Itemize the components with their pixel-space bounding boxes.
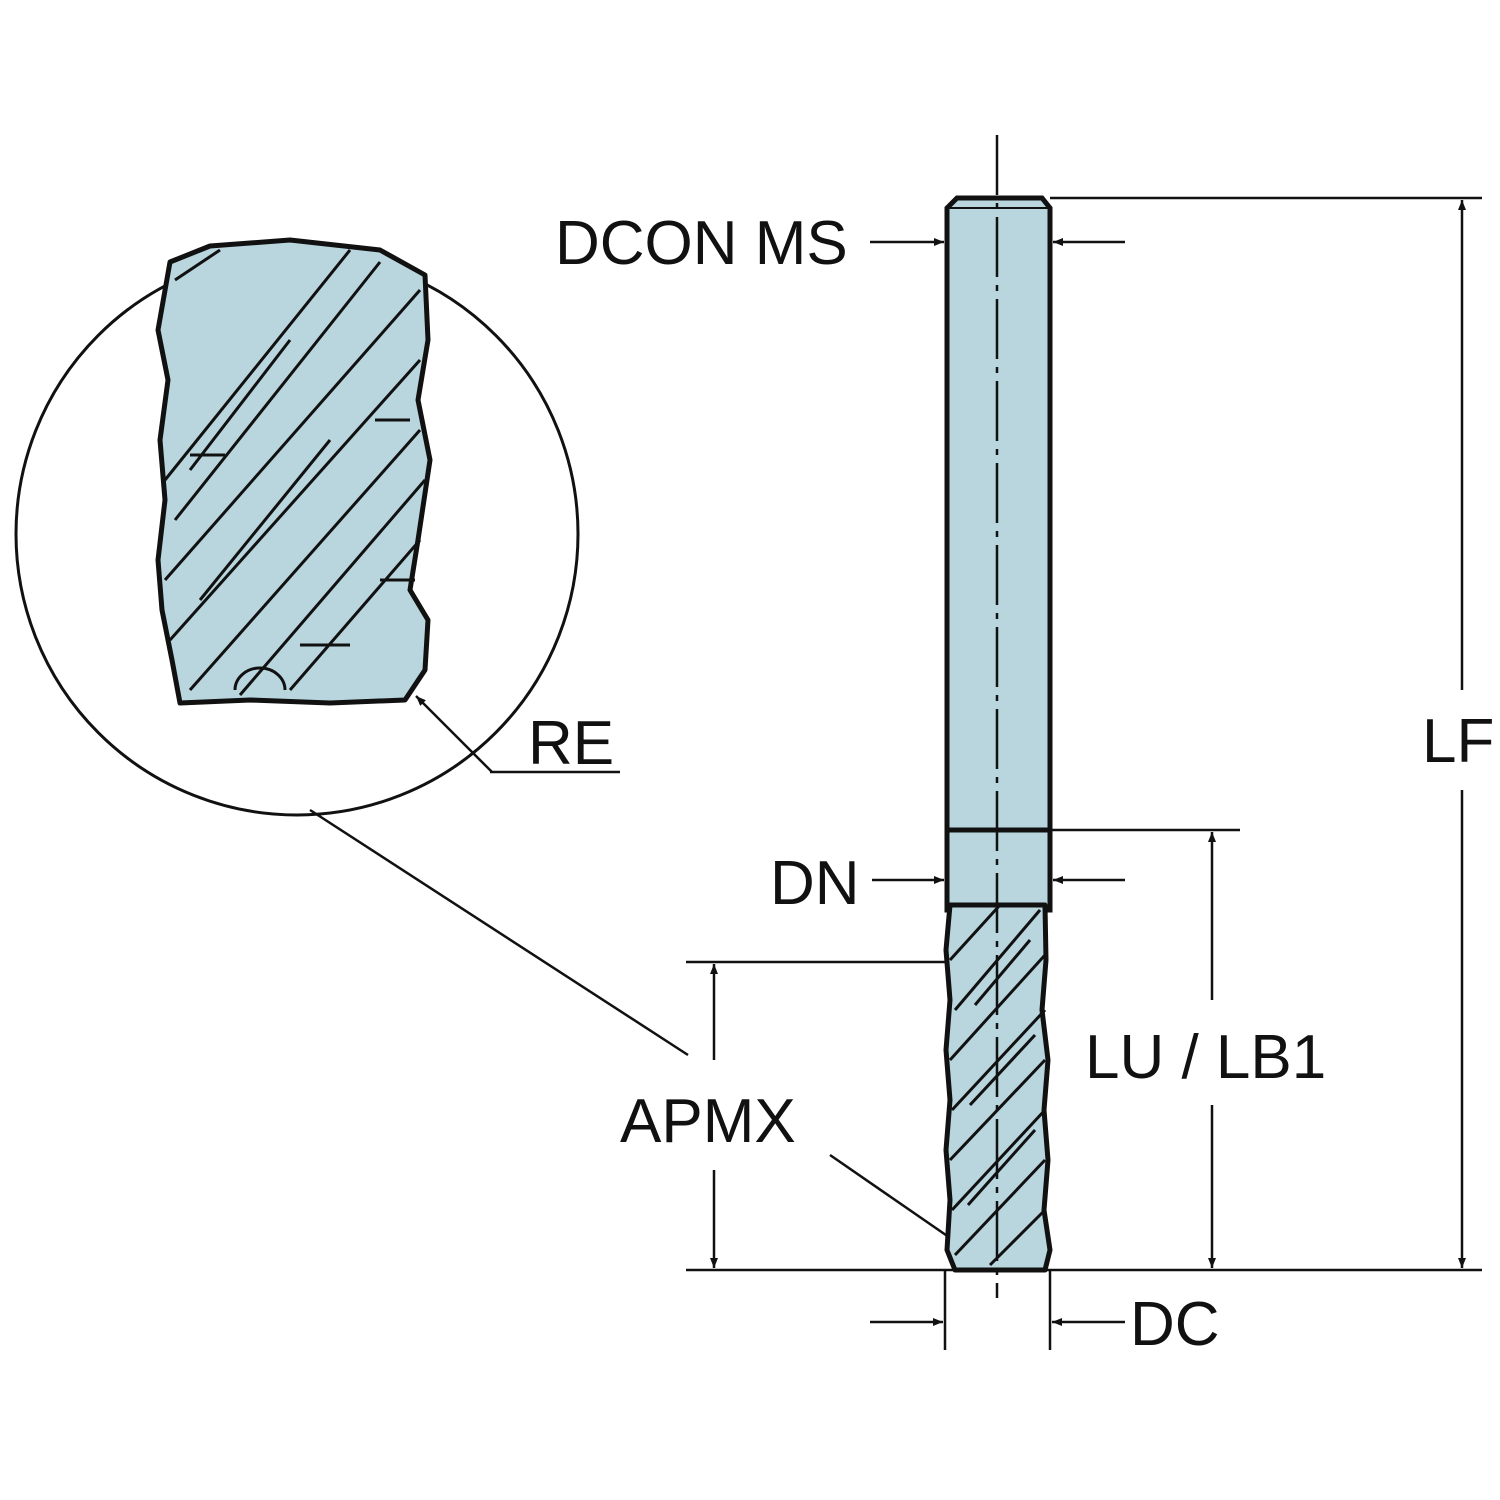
dimension-arrows [710,200,1466,1326]
tool-neck [944,827,1053,913]
tool-shank [944,195,1053,833]
re-arrow [415,695,493,773]
label-re: RE [528,709,614,778]
end-mill-tool [943,195,1053,1273]
detail-flute-lines [163,248,427,696]
label-apmx: APMX [620,1087,796,1156]
label-lf: LF [1422,707,1494,776]
label-dc: DC [1130,1290,1220,1359]
tool-flute-lines [948,903,1047,1267]
extension-lines [686,196,1482,1350]
label-dcon-ms: DCON MS [555,209,848,278]
label-dn: DN [770,849,860,918]
detail-view [14,237,580,817]
detail-leader-line [309,808,689,1057]
label-lu-lb1: LU / LB1 [1085,1023,1326,1092]
